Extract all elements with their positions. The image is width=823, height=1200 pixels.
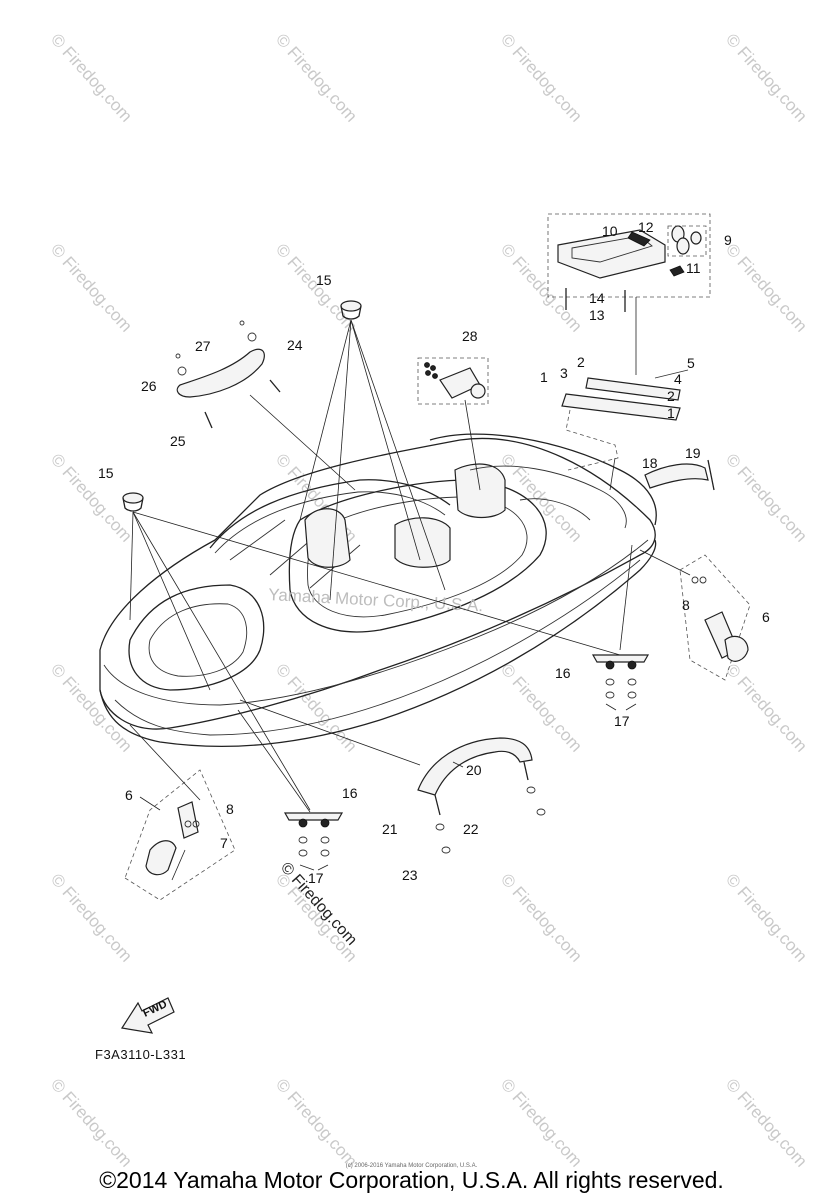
boat-hull: Yamaha Motor Corp., U.S.A. [99,433,657,748]
callout-6: 6 [762,609,770,625]
callout-12: 12 [638,219,654,235]
callout-20: 20 [466,762,482,778]
callout-17: 17 [614,713,630,729]
hatch-rails [561,369,689,471]
callout-1: 1 [540,369,548,385]
callout-16: 16 [342,785,358,801]
firedog-watermark: © Firedog.com [722,450,811,546]
firedog-watermark: © Firedog.com [497,870,586,966]
callout-8: 8 [682,597,690,613]
bracket-28 [417,357,489,405]
firedog-watermark: © Firedog.com [722,870,811,966]
callout-27: 27 [195,338,211,354]
callout-18: 18 [642,455,658,471]
firedog-watermark: © Firedog.com [722,1075,811,1171]
firedog-watermark: © Firedog.com [47,660,136,756]
callout-2: 2 [667,388,675,404]
firedog-watermark: © Firedog.com [722,30,811,126]
tow-eye-18 [644,459,715,491]
firedog-watermark: © Firedog.com [47,30,136,126]
hinge-right [679,554,751,681]
callout-8: 8 [226,801,234,817]
callout-15: 15 [316,272,332,288]
firedog-watermark: © Firedog.com [497,30,586,126]
callout-2: 2 [577,354,585,370]
callout-4: 4 [674,371,682,387]
grab-handle-24 [175,320,281,429]
firedog-watermark: © Firedog.com [47,240,136,336]
callout-3: 3 [560,365,568,381]
hinge-left [124,769,236,901]
callout-19: 19 [685,445,701,461]
hatch-assembly [547,213,711,375]
callout-10: 10 [602,223,618,239]
firedog-watermark: © Firedog.com [272,1075,361,1171]
cleats [283,654,650,857]
fine-print: (c) 2006-2016 Yamaha Motor Corporation, … [345,1163,478,1169]
ski-pylon-20 [417,737,546,854]
callout-5: 5 [687,355,695,371]
callout-15: 15 [98,465,114,481]
firedog-watermark: © Firedog.com [722,240,811,336]
callout-13: 13 [589,307,605,323]
callout-22: 22 [463,821,479,837]
firedog-watermark: © Firedog.com [497,1075,586,1171]
callout-16: 16 [555,665,571,681]
copyright-notice: ©2014 Yamaha Motor Corporation, U.S.A. A… [99,1167,724,1193]
cup-holders [122,300,362,512]
callout-17: 17 [308,870,324,886]
callout-9: 9 [724,232,732,248]
callout-14: 14 [589,290,605,306]
firedog-watermark: © Firedog.com [272,30,361,126]
callout-24: 24 [287,337,303,353]
firedog-watermark: © Firedog.com [47,870,136,966]
callout-1: 1 [667,405,675,421]
leader-lines [129,319,691,881]
callout-25: 25 [170,433,186,449]
callout-26: 26 [141,378,157,394]
fwd-arrow-icon: FWD [121,997,175,1034]
firedog-watermark: © Firedog.com [47,1075,136,1171]
callout-28: 28 [462,328,478,344]
callout-6: 6 [125,787,133,803]
firedog-watermark: © Firedog.com [722,660,811,756]
callout-21: 21 [382,821,398,837]
callout-11: 11 [686,260,701,276]
firedog-watermark: © Firedog.com [497,450,586,546]
diagram-code: F3A3110-L331 [95,1047,187,1062]
callout-23: 23 [402,867,418,883]
callout-7: 7 [220,835,228,851]
